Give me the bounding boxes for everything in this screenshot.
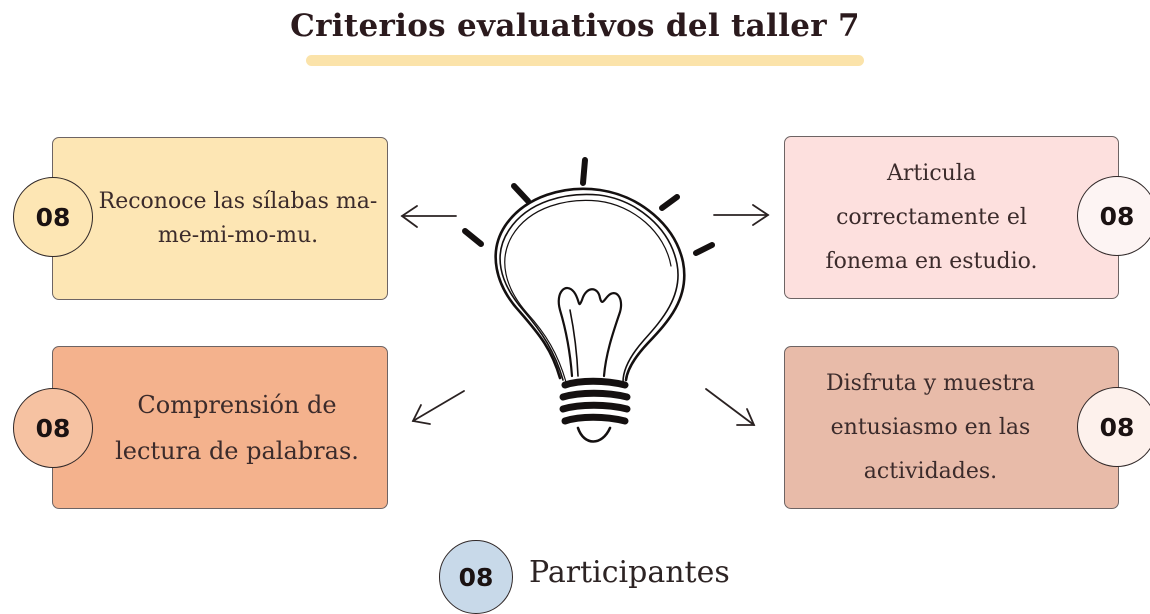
arrow-down-left-icon	[411, 390, 465, 425]
arrow-down-right-icon	[705, 388, 756, 426]
criterion-text-line: actividades.	[863, 458, 998, 484]
criterion-text-line: Disfruta y muestra	[826, 370, 1035, 396]
criterion-text-line: correctamente el	[836, 204, 1027, 230]
participants-badge: 08	[439, 540, 513, 614]
criterion-text-line: Comprensión de	[137, 390, 337, 419]
criterion-card-articulate: Articula correctamente el fonema en estu…	[784, 136, 1119, 299]
lightbulb-icon	[462, 157, 715, 443]
criterion-card-recognize-syllables: Reconoce las sílabas ma- me-mi-mo-mu.	[52, 137, 388, 300]
count-badge-articulate: 08	[1077, 176, 1150, 256]
arrow-left-icon	[400, 205, 457, 228]
criterion-card-reading-comprehension: Comprensión de lectura de palabras.	[52, 346, 388, 509]
count-value: 08	[35, 413, 71, 443]
criterion-card-enjoy-activities: Disfruta y muestra entusiasmo en las act…	[784, 346, 1119, 509]
arrow-right-icon	[713, 204, 770, 226]
criterion-text-line: lectura de palabras.	[115, 436, 359, 465]
count-value: 08	[1099, 412, 1135, 442]
criterion-text-line: Reconoce las sílabas ma-	[98, 188, 378, 214]
participants-count: 08	[458, 562, 494, 592]
count-badge-enjoy-activities: 08	[1077, 387, 1150, 467]
criterion-text-line: fonema en estudio.	[825, 248, 1038, 274]
count-badge-recognize-syllables: 08	[13, 177, 93, 257]
title-highlight	[306, 55, 864, 66]
criterion-text-line: me-mi-mo-mu.	[157, 222, 319, 248]
count-value: 08	[1099, 201, 1135, 231]
criterion-text-line: Articula	[887, 160, 976, 186]
count-value: 08	[35, 202, 71, 232]
title-container: Criterios evaluativos del taller 7	[0, 8, 1150, 44]
page-title: Criterios evaluativos del taller 7	[290, 8, 860, 44]
criterion-text-line: entusiasmo en las	[830, 414, 1031, 440]
count-badge-reading-comprehension: 08	[13, 388, 93, 468]
participants-label: Participantes	[529, 555, 730, 590]
